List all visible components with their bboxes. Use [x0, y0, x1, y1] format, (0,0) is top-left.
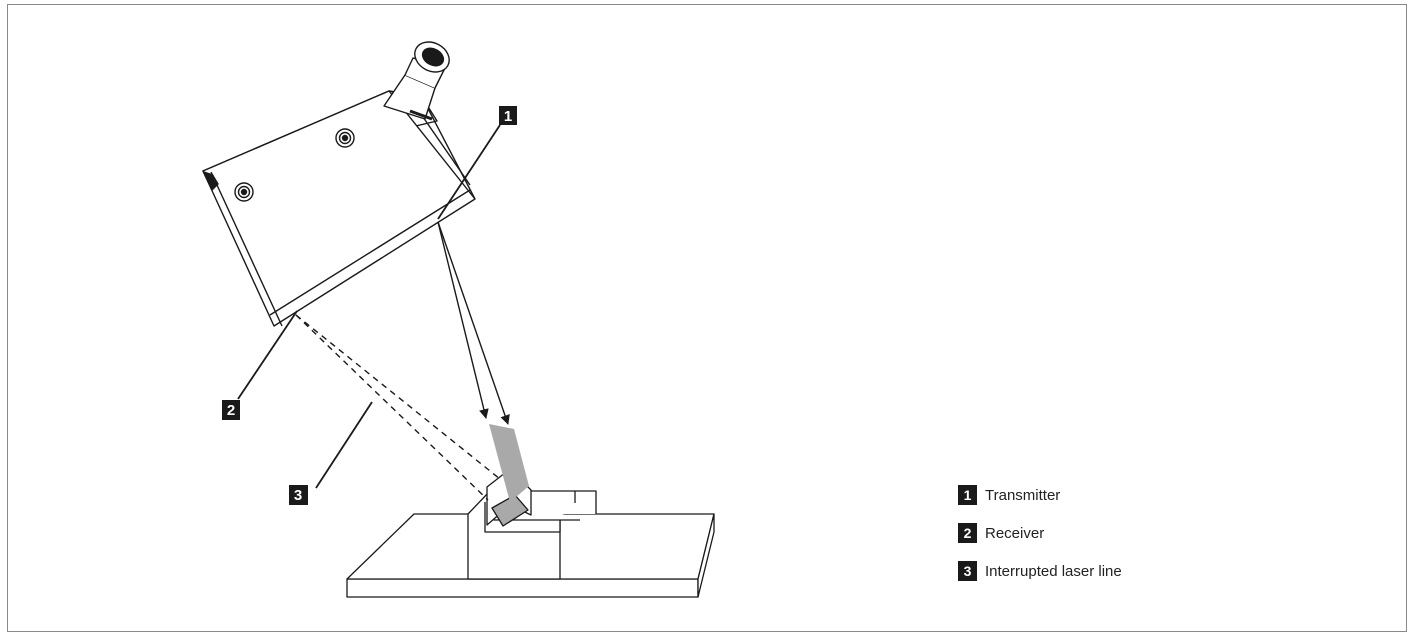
legend-label: Receiver: [985, 524, 1045, 542]
legend-number: 2: [958, 523, 977, 543]
callout-leaders: [237, 124, 501, 489]
receiver-rays: [295, 314, 501, 501]
sensor-housing: [202, 41, 476, 327]
legend: 1 Transmitter 2 Receiver 3 Interrupted l…: [958, 483, 1122, 597]
legend-label: Transmitter: [985, 486, 1061, 504]
legend-label: Interrupted laser line: [985, 562, 1122, 580]
legend-item-transmitter: 1 Transmitter: [958, 483, 1122, 507]
callout-1: 1: [499, 106, 517, 125]
laser-beam: [489, 424, 529, 502]
callout-3: 3: [289, 485, 308, 505]
transmitter-rays: [437, 221, 510, 425]
callout-2: 2: [222, 400, 240, 420]
legend-number: 3: [958, 561, 977, 581]
legend-number: 1: [958, 485, 977, 505]
svg-text:3: 3: [294, 487, 302, 504]
legend-item-interrupted-laser-line: 3 Interrupted laser line: [958, 559, 1122, 583]
svg-text:2: 2: [227, 402, 235, 419]
svg-text:1: 1: [504, 108, 512, 125]
diagram-frame: [7, 4, 1407, 632]
legend-item-receiver: 2 Receiver: [958, 521, 1122, 545]
